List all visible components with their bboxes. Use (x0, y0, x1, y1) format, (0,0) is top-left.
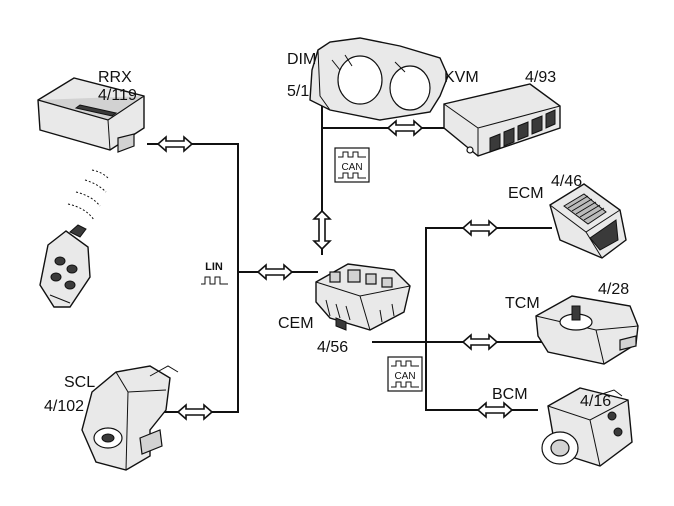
bcm-ref-label: 4/16 (580, 393, 611, 410)
arrow-bcm (476, 401, 514, 419)
bcm-name-label: BCM (492, 386, 528, 403)
cem-name-label: CEM (278, 315, 314, 332)
radio-waves-icon (67, 169, 109, 221)
signal-arrows (156, 119, 514, 421)
dim-ref-label: 5/1 (287, 83, 309, 100)
tcm-ref-label: 4/28 (598, 281, 629, 298)
remote-key-icon (39, 224, 91, 308)
tcm-name-label: TCM (505, 295, 540, 312)
scl-lock-icon (81, 365, 179, 471)
ecm-module-icon (549, 183, 627, 259)
arrow-dim-cem (312, 209, 332, 251)
rrx-name-label: RRX (98, 69, 132, 86)
arrow-ecm (461, 219, 499, 237)
can-bus-symbol-top: CAN (334, 147, 370, 183)
lin-bus-symbol: LIN (201, 261, 228, 285)
kvm-ref-label: 4/93 (525, 69, 556, 86)
tcm-module-icon (535, 295, 639, 365)
bcm-module-icon (541, 387, 633, 467)
ecm-ref-label: 4/46 (551, 173, 582, 190)
cem-ref-label: 4/56 (317, 339, 348, 356)
rrx-ref-label: 4/119 (98, 87, 137, 104)
ecm-name-label: ECM (508, 185, 544, 202)
can-label-bottom: CAN (394, 371, 415, 382)
can-label-top: CAN (341, 162, 362, 173)
dim-name-label: DIM (287, 51, 316, 68)
kvm-name-label: KVM (444, 69, 479, 86)
arrow-kvm (386, 119, 424, 137)
kvm-module-icon (443, 83, 561, 157)
scl-name-label: SCL (64, 374, 95, 391)
rrx-receiver-icon (37, 77, 145, 153)
can-bus-symbol-bottom: CAN (387, 356, 423, 392)
arrow-lin-cem (256, 263, 294, 281)
lin-label: LIN (205, 261, 223, 273)
arrow-scl (176, 403, 214, 421)
scl-ref-label: 4/102 (44, 398, 84, 415)
module-labels: DIM 5/1 KVM 4/93 RRX 4/119 4/46 ECM TCM … (44, 51, 629, 415)
arrow-rrx (156, 135, 194, 153)
cem-module-icon (315, 263, 411, 331)
dim-cluster-icon (309, 37, 449, 121)
arrow-tcm (461, 333, 499, 351)
